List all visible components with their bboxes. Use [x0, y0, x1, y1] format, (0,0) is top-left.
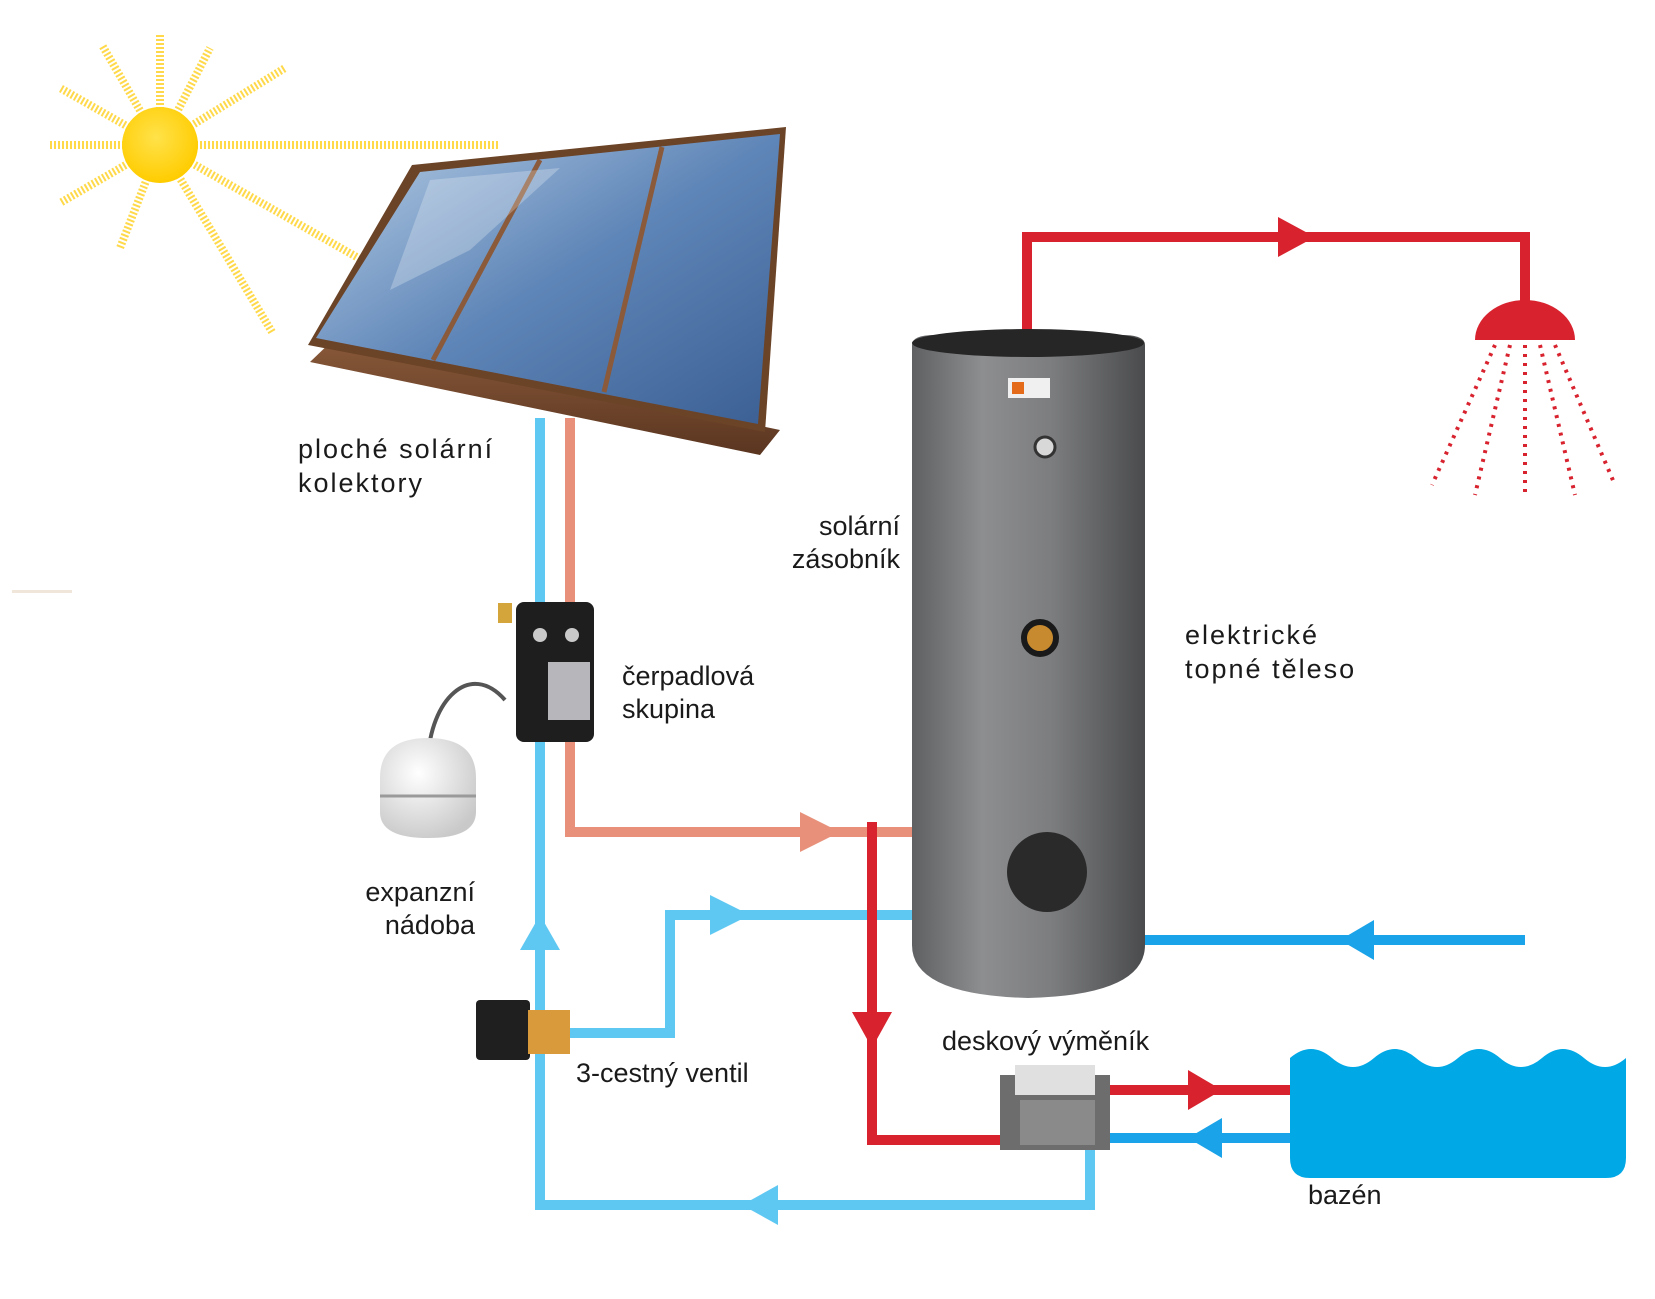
expansion-vessel — [380, 738, 476, 838]
tank-return-pipe — [570, 910, 912, 1038]
label-expansion-line1: expanzní — [365, 877, 475, 907]
label-pump-line1: čerpadlová — [622, 661, 755, 691]
pool — [1290, 1049, 1626, 1178]
label-pump-line2: skupina — [622, 694, 716, 724]
label-expansion-line2: nádoba — [384, 910, 475, 940]
label-pool: bazén — [1308, 1180, 1382, 1210]
hot-water-pipe — [1022, 232, 1530, 340]
shower-icon — [1430, 300, 1617, 496]
arrow-up-icon — [520, 915, 560, 950]
label-heater-line1: elektrické — [1185, 620, 1320, 650]
three-way-valve — [476, 1000, 570, 1060]
decorative-line — [12, 590, 72, 593]
solar-hot-pipe — [565, 418, 912, 837]
pipes — [535, 232, 1530, 1210]
exchanger-hot-pipe — [867, 822, 1010, 1145]
pump-group — [426, 602, 594, 761]
solar-tank — [912, 329, 1145, 998]
plate-exchanger — [1000, 1065, 1110, 1150]
arrow-down-icon — [852, 1012, 892, 1048]
solar-cold-pipe — [535, 418, 1095, 1210]
arrow-left-icon — [1340, 920, 1374, 960]
label-tank-line2: zásobník — [791, 544, 900, 574]
sun-icon — [48, 35, 500, 335]
arrow-left-icon — [742, 1185, 778, 1225]
label-exchanger: deskový výměník — [942, 1026, 1150, 1056]
solar-collector — [308, 127, 786, 455]
label-collectors-line2: kolektory — [298, 468, 425, 498]
arrow-left-icon — [1188, 1118, 1222, 1158]
arrow-right-icon — [800, 812, 840, 852]
label-tank-line1: solární — [818, 511, 900, 541]
arrow-right-icon — [1278, 217, 1315, 257]
flow-arrows — [520, 217, 1374, 1225]
arrow-right-icon — [1188, 1070, 1222, 1110]
label-heater-line2: topné těleso — [1185, 654, 1357, 684]
label-valve: 3-cestný ventil — [576, 1058, 749, 1088]
label-collectors-line1: ploché solární — [298, 434, 495, 464]
arrow-left-icon — [710, 895, 750, 935]
